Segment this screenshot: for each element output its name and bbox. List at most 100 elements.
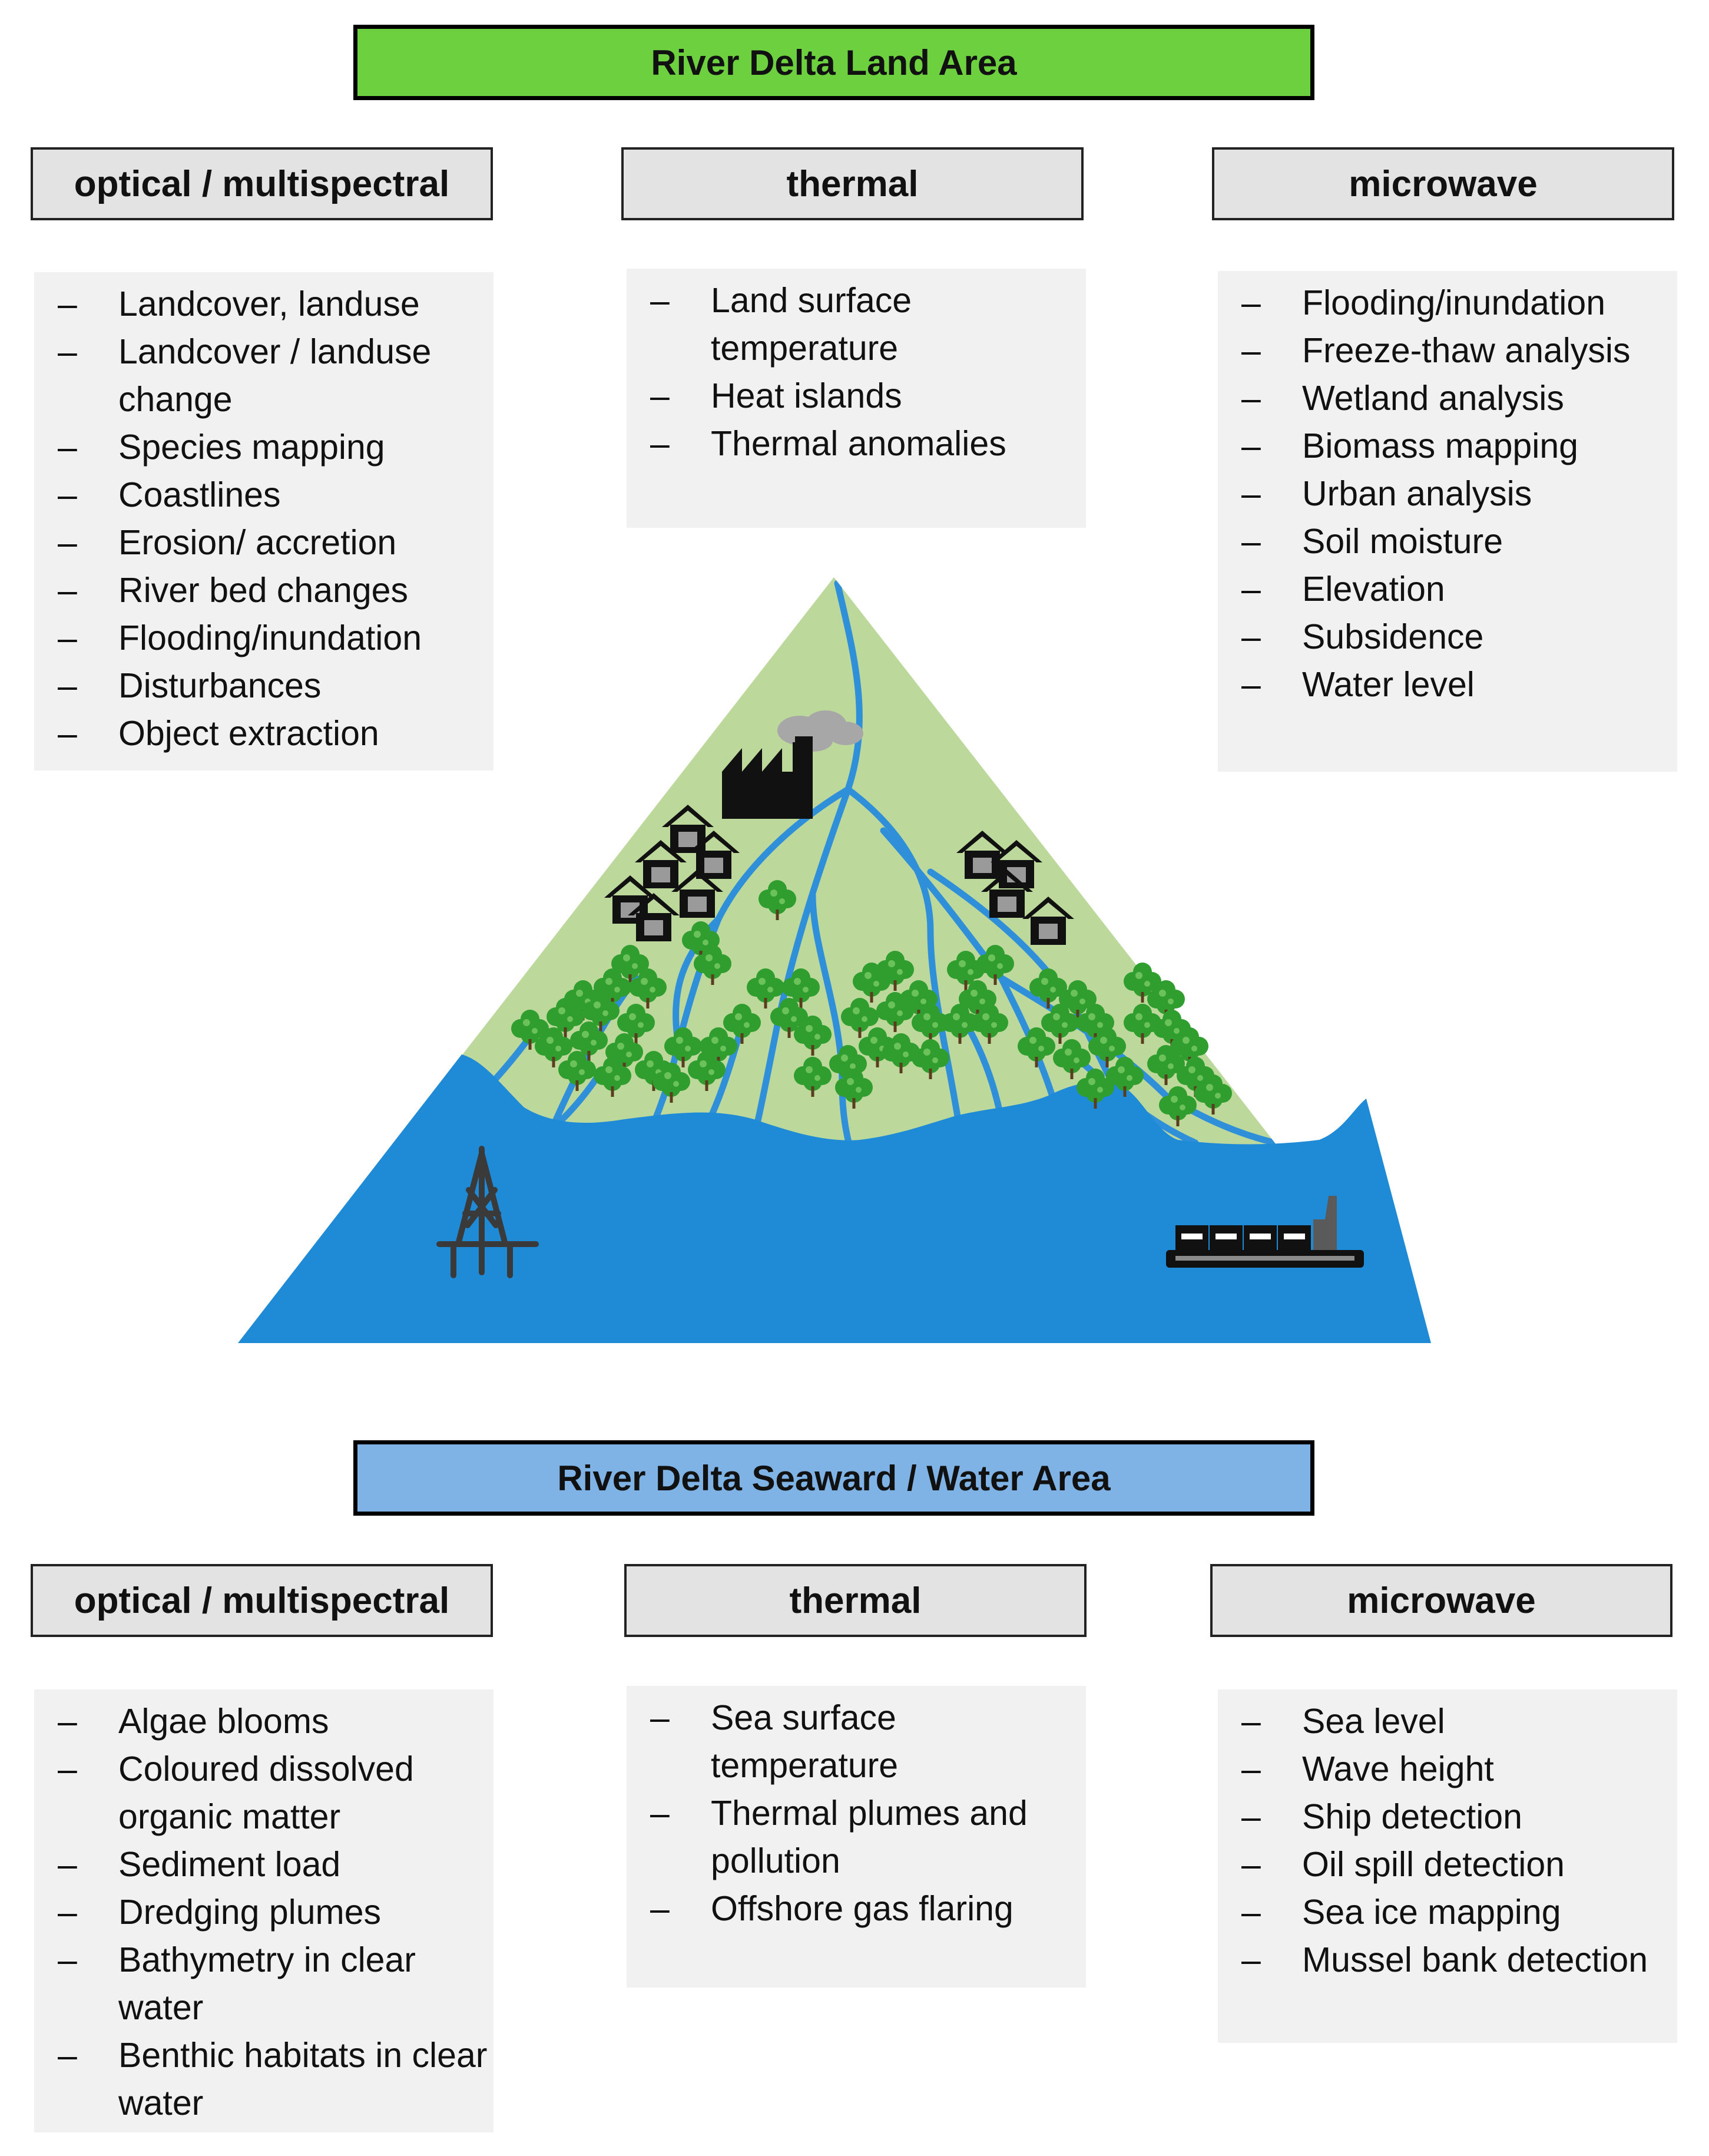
dash-bullet: – (650, 1794, 670, 1833)
list-item: –Urban analysis (1218, 470, 1677, 518)
land-thermal-list: –Land surface temperature –Heat islands … (627, 269, 1086, 528)
water-thermal-header-label: thermal (789, 1580, 922, 1621)
item-text: Species mapping (118, 428, 385, 467)
list-item: – Dredging plumes (34, 1889, 494, 1936)
land-area-banner: River Delta Land Area (353, 25, 1314, 100)
dash-bullet: – (58, 714, 77, 753)
item-text: Sea level (1302, 1702, 1445, 1741)
list-item: –Elevation (1218, 566, 1677, 613)
list-item: – Ship detection (1218, 1793, 1677, 1841)
list-item: –Wave height (1218, 1745, 1677, 1793)
dash-bullet: – (58, 1750, 77, 1788)
dash-bullet: – (58, 1893, 77, 1932)
list-item: – Benthic habitats in clear water (34, 2032, 494, 2127)
item-text: Landcover, landuse (118, 285, 420, 323)
water-optical-header-label: optical / multispectral (74, 1580, 450, 1621)
dash-bullet: – (1241, 426, 1261, 465)
dash-bullet: – (1241, 522, 1261, 561)
item-text: Dredging plumes (118, 1893, 382, 1932)
dash-bullet: – (650, 1889, 670, 1928)
item-text: Algae blooms (118, 1702, 329, 1741)
list-item: –Biomass mapping (1218, 422, 1677, 470)
list-item: – Offshore gas flaring (627, 1885, 1086, 1933)
dash-bullet: – (58, 523, 77, 562)
item-text: Flooding/inundation (1302, 283, 1606, 322)
list-item: – Erosion/ accretion (34, 519, 494, 567)
list-item: – Heat islands (627, 372, 1086, 420)
oil-rig-icon (436, 1146, 539, 1278)
list-item: –Sea surface temperature (627, 1694, 1086, 1790)
list-item: – Species mapping (34, 424, 494, 471)
list-item: – Thermal plumes and pollution (627, 1790, 1086, 1885)
item-text: Ship detection (1302, 1797, 1522, 1836)
dash-bullet: – (1241, 665, 1261, 704)
factory-icon (722, 736, 813, 819)
land-microwave-header: microwave (1212, 147, 1674, 220)
dash-bullet: – (58, 428, 77, 467)
land-optical-header: optical / multispectral (31, 147, 493, 220)
dash-bullet: – (1241, 331, 1261, 370)
item-text: Sediment load (118, 1845, 341, 1884)
dash-bullet: – (58, 2036, 77, 2075)
list-item: – Flooding/inundation (1218, 279, 1677, 327)
item-text: Object extraction (118, 714, 379, 753)
item-text: Freeze-thaw analysis (1302, 331, 1631, 370)
item-text: Wave height (1302, 1750, 1494, 1788)
list-item: –Sea ice mapping (1218, 1889, 1677, 1936)
item-text: Oil spill detection (1302, 1845, 1565, 1884)
item-text: Thermal anomalies (711, 424, 1006, 463)
item-text: Erosion/ accretion (118, 523, 397, 562)
water-microwave-list: –Sea level –Wave height –Ship detection … (1218, 1689, 1677, 2043)
list-item: – Freeze-thaw analysis (1218, 327, 1677, 375)
dash-bullet: – (650, 281, 670, 320)
item-text: Thermal plumes and pollution (711, 1794, 1028, 1880)
item-text: Land surface temperature (711, 281, 912, 368)
dash-bullet: – (650, 376, 670, 415)
list-item: –Disturbances (34, 662, 494, 710)
item-text: Benthic habitats in clear water (118, 2036, 488, 2122)
list-item: – Soil moisture (1218, 518, 1677, 566)
dash-bullet: – (1241, 1702, 1261, 1741)
list-item: – Object extraction (34, 710, 494, 758)
list-item: – Sea level (1218, 1698, 1677, 1745)
list-item: –Thermal anomalies (627, 420, 1086, 468)
list-item: – Algae blooms (34, 1698, 494, 1745)
item-text: Heat islands (711, 376, 902, 415)
list-item: –Flooding/inundation (34, 614, 494, 662)
item-text: Soil moisture (1302, 522, 1503, 561)
item-text: Water level (1302, 665, 1475, 704)
sea-water (238, 1054, 1431, 1343)
item-text: Bathymetry in clear water (118, 1940, 416, 2027)
list-item: – River bed changes (34, 567, 494, 614)
dash-bullet: – (1241, 1797, 1261, 1836)
list-item: –Mussel bank detection (1218, 1936, 1677, 1984)
list-item: –Subsidence (1218, 613, 1677, 661)
cargo-ship-icon (1166, 1196, 1364, 1268)
list-item: – Land surface temperature (627, 277, 1086, 372)
land-microwave-list: – Flooding/inundation – Freeze-thaw analys… (1218, 271, 1677, 772)
water-optical-list: – Algae blooms –Coloured dissolved organi… (34, 1689, 494, 2132)
item-text: River bed changes (118, 571, 408, 610)
list-item: –Landcover, landuse (34, 280, 494, 328)
dash-bullet: – (58, 571, 77, 610)
item-text: Disturbances (118, 666, 322, 705)
list-item: –Wetland analysis (1218, 375, 1677, 422)
item-text: Landcover / landuse change (118, 332, 432, 419)
dash-bullet: – (1241, 1940, 1261, 1979)
river-delta-illustration (238, 577, 1431, 1343)
land-optical-list: –Landcover, landuse –Landcover / landuse… (34, 272, 494, 771)
water-area-title: River Delta Seaward / Water Area (557, 1458, 1111, 1498)
list-item: –Coloured dissolved organic matter (34, 1745, 494, 1841)
dash-bullet: – (1241, 1893, 1261, 1932)
dash-bullet: – (58, 332, 77, 371)
dash-bullet: – (1241, 283, 1261, 322)
item-text: Offshore gas flaring (711, 1889, 1014, 1928)
dash-bullet: – (58, 1940, 77, 1979)
dash-bullet: – (58, 1702, 77, 1741)
water-area-banner: River Delta Seaward / Water Area (353, 1440, 1314, 1516)
list-item: –Coastlines (34, 471, 494, 519)
water-microwave-header-label: microwave (1347, 1580, 1536, 1621)
list-item: – Bathymetry in clear water (34, 1936, 494, 2032)
dash-bullet: – (1241, 570, 1261, 609)
item-text: Flooding/inundation (118, 619, 422, 657)
